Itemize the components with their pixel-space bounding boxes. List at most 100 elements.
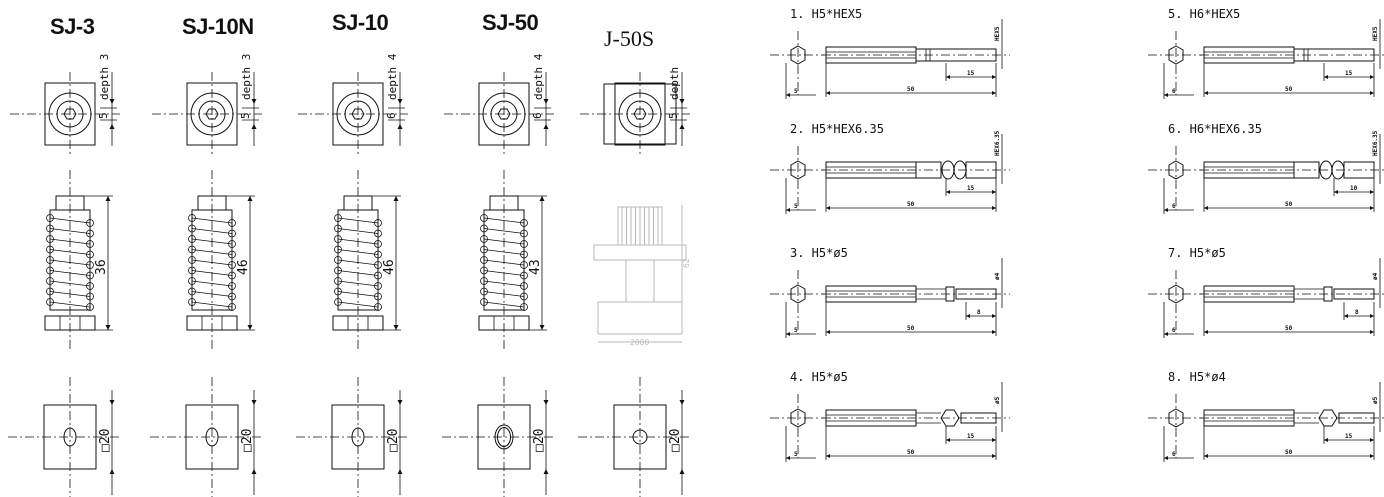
arrow-head: [1370, 206, 1374, 210]
coil-left: [188, 277, 196, 285]
shank-label: 5: [794, 88, 798, 95]
arrow-head: [679, 99, 685, 104]
arrow-head: [247, 325, 253, 330]
depth-label: depth 4: [532, 53, 545, 100]
coil-left: [480, 214, 488, 222]
coil-wire: [483, 217, 525, 224]
arrow-head: [251, 124, 257, 129]
shank-label: 6: [1172, 203, 1176, 210]
arrow-head: [679, 400, 685, 405]
end-view-hex: [1168, 160, 1184, 180]
tip-label: 8: [977, 309, 981, 316]
coil-right: [374, 240, 382, 248]
arrow-head: [543, 469, 549, 474]
arrow-head: [109, 469, 115, 474]
coil-left: [188, 298, 196, 306]
coil-left: [46, 224, 54, 233]
height-label: 62: [682, 258, 691, 268]
coil-right: [228, 261, 236, 269]
side-label: ø4: [1372, 272, 1379, 280]
arrow-head: [1324, 75, 1328, 79]
coil-left: [480, 235, 488, 243]
arrow-head: [1164, 93, 1168, 97]
coil-right: [520, 250, 528, 259]
arrow-head: [251, 99, 257, 104]
coil-left: [188, 245, 196, 254]
coil-left: [188, 256, 196, 264]
arrow-head: [1324, 438, 1328, 442]
arrow-head: [543, 124, 549, 129]
end-view-hex: [1168, 408, 1184, 428]
coil-left: [188, 224, 196, 233]
coil-left: [334, 245, 342, 254]
hex-bore: [205, 108, 219, 120]
arrow-head: [109, 99, 115, 104]
bore-label: 5: [97, 112, 110, 119]
arrow-head: [1370, 314, 1374, 318]
coil-right: [520, 240, 528, 248]
arrow-head: [1370, 330, 1374, 334]
model-title: SJ-3: [50, 14, 95, 39]
tip-label: 15: [1345, 433, 1353, 440]
arrow-head: [1344, 314, 1348, 318]
coil-wire: [49, 228, 91, 234]
coil-right: [374, 261, 382, 269]
square-label: □20: [98, 429, 113, 452]
coil-left: [188, 214, 196, 222]
end-view-hex: [790, 284, 806, 304]
arrow-head: [1204, 91, 1208, 95]
bore-label: 6: [385, 112, 398, 119]
coil-left: [480, 224, 488, 233]
shank-label: 6: [1172, 451, 1176, 458]
coil-right: [86, 292, 94, 301]
hex-bore: [63, 108, 77, 120]
total-label: 50: [1285, 449, 1293, 456]
arrow-head: [786, 456, 790, 460]
arrow-head: [826, 454, 830, 458]
arrow-head: [539, 325, 545, 330]
tip-label: 15: [967, 70, 975, 77]
coil-right: [374, 229, 382, 238]
coil-left: [46, 235, 54, 243]
arrow-head: [397, 469, 403, 474]
total-label: 50: [907, 86, 915, 93]
coil-wire: [337, 228, 379, 234]
coil-wire: [483, 301, 525, 308]
coil-left: [46, 287, 54, 296]
shank-label: 6: [1172, 88, 1176, 95]
hex-bore: [497, 108, 511, 120]
coil-right: [86, 303, 94, 311]
coil-right: [520, 292, 528, 301]
model-title: J-50S: [604, 26, 654, 51]
total-label: 50: [1285, 201, 1293, 208]
coil-right: [228, 229, 236, 238]
arrow-head: [1204, 454, 1208, 458]
bit-title: 2. H5*HEX6.35: [790, 122, 884, 136]
coil-right: [86, 250, 94, 259]
arrow-head: [251, 400, 257, 405]
arrow-head: [992, 330, 996, 334]
square-label: □20: [240, 429, 255, 452]
model-title: SJ-10N: [182, 14, 254, 39]
arrow-head: [105, 196, 111, 201]
side-label: HEX6.35: [1372, 130, 1379, 156]
depth-label: depth 3: [98, 54, 111, 100]
length-label: 43: [528, 259, 543, 275]
tip-label: 15: [967, 433, 975, 440]
arrow-head: [1370, 75, 1374, 79]
arrow-head: [1370, 91, 1374, 95]
coil-wire: [483, 280, 525, 287]
coil-wire: [483, 228, 525, 234]
coil-right: [520, 229, 528, 238]
side-label: ø5: [1372, 396, 1379, 404]
side-label: HEX5: [1372, 26, 1379, 41]
arrow-head: [397, 99, 403, 104]
arrow-head: [992, 454, 996, 458]
coil-left: [188, 235, 196, 243]
